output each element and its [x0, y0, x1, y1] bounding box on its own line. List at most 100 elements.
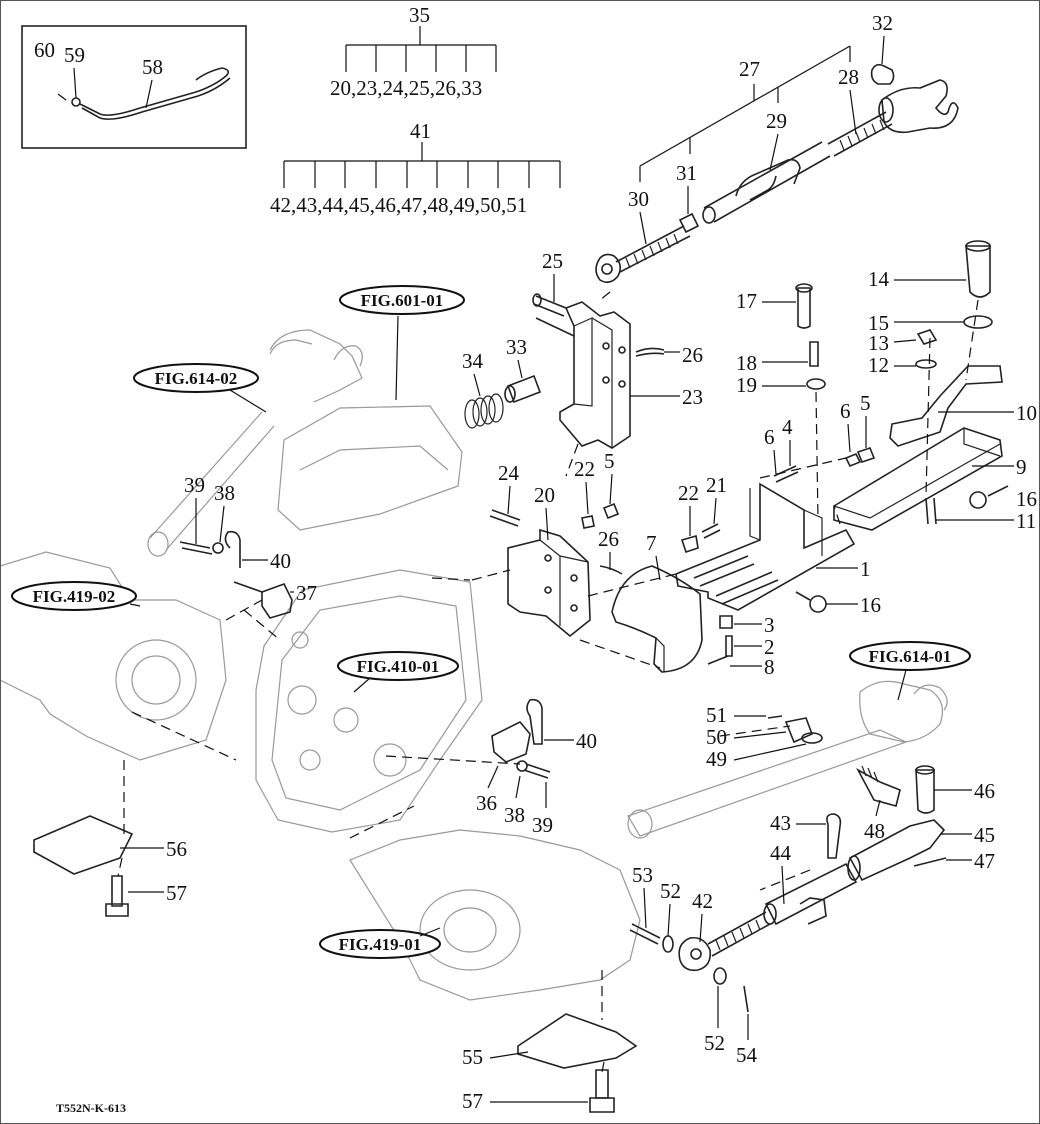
group-label-35: 35 — [409, 3, 430, 27]
part-label-39-left: 39 — [184, 473, 205, 497]
inset-box: 60 59 58 — [21, 25, 247, 149]
group-label-27: 27 — [739, 57, 760, 81]
part-label-47: 47 — [974, 849, 995, 873]
drawbar-bracket — [675, 482, 856, 665]
part-label-21: 21 — [706, 473, 727, 497]
drawing-code: T552N-K-613 — [56, 1101, 126, 1115]
part-label-58: 58 — [142, 55, 163, 79]
part-label-22-right: 22 — [678, 481, 699, 505]
part-label-6-left: 6 — [764, 425, 775, 449]
part-label-5-right: 5 — [860, 391, 871, 415]
part-label-2: 2 — [764, 635, 775, 659]
fig-ref-label: FIG.419-02 — [33, 587, 116, 606]
part-label-1: 1 — [860, 557, 871, 581]
group-label-41: 41 — [410, 119, 431, 143]
part-label-51: 51 — [706, 703, 727, 727]
part-label-6-right: 6 — [840, 399, 851, 423]
part-label-10: 10 — [1016, 401, 1037, 425]
part-label-32: 32 — [872, 11, 893, 35]
part-label-57-bottom: 57 — [462, 1089, 483, 1113]
part-label-56: 56 — [166, 837, 187, 861]
part-label-30: 30 — [628, 187, 649, 211]
fig-ref-label: FIG.419-01 — [339, 935, 422, 954]
fig-ref-419-02[interactable]: FIG.419-02 — [11, 581, 141, 611]
bracket-35: 35 20,23,24,25,26,33 — [330, 3, 497, 100]
part-label-37: 37 — [296, 581, 317, 605]
mount-plate — [489, 509, 703, 673]
part-label-60: 60 — [34, 38, 55, 62]
fig-ref-label: FIG.601-01 — [361, 291, 444, 310]
part-label-38-left: 38 — [214, 481, 235, 505]
part-label-15: 15 — [868, 311, 889, 335]
part-label-5-left: 5 — [604, 449, 615, 473]
fig-ref-614-02[interactable]: FIG.614-02 — [133, 363, 267, 413]
part-label-16-lower: 16 — [860, 593, 881, 617]
cover-plates — [33, 815, 638, 1113]
part-label-11: 11 — [1016, 509, 1036, 533]
part-label-7: 7 — [646, 531, 657, 555]
part-label-42: 42 — [692, 889, 713, 913]
part-label-24: 24 — [498, 461, 520, 485]
lift-rod-assembly — [179, 530, 947, 1013]
bracket-41: 41 42,43,44,45,46,47,48,49,50,51 — [270, 119, 561, 217]
part-label-3: 3 — [764, 613, 775, 637]
group-members-41: 42,43,44,45,46,47,48,49,50,51 — [270, 193, 527, 217]
part-label-44: 44 — [770, 841, 792, 865]
hitch-bracket — [464, 293, 665, 449]
fig-ref-410-01[interactable]: FIG.410-01 — [337, 651, 459, 693]
part-label-26-lower: 26 — [598, 527, 619, 551]
part-label-19: 19 — [736, 373, 757, 397]
part-label-55: 55 — [462, 1045, 483, 1069]
part-label-26-top: 26 — [682, 343, 703, 367]
housing-outlines — [0, 329, 948, 1001]
part-label-45: 45 — [974, 823, 995, 847]
part-label-8: 8 — [764, 655, 775, 679]
part-label-23: 23 — [682, 385, 703, 409]
fig-ref-601-01[interactable]: FIG.601-01 — [339, 285, 465, 401]
part-label-40-right: 40 — [576, 729, 597, 753]
part-label-46: 46 — [974, 779, 995, 803]
fig-ref-label: FIG.614-01 — [869, 647, 952, 666]
part-label-20: 20 — [534, 483, 555, 507]
part-label-14: 14 — [868, 267, 890, 291]
drawbar — [833, 240, 1009, 531]
callouts: 32 28 29 31 30 25 34 33 26 23 17 18 — [120, 11, 1037, 1113]
part-label-53: 53 — [632, 863, 653, 887]
part-label-22-left: 22 — [574, 457, 595, 481]
part-label-4: 4 — [782, 415, 793, 439]
center-lines — [117, 291, 979, 1073]
part-label-40-left: 40 — [270, 549, 291, 573]
group-members-35: 20,23,24,25,26,33 — [330, 76, 482, 100]
part-label-52-top: 52 — [660, 879, 681, 903]
part-label-36: 36 — [476, 791, 497, 815]
part-label-25: 25 — [542, 249, 563, 273]
fig-ref-419-01[interactable]: FIG.419-01 — [319, 927, 441, 959]
part-label-9: 9 — [1016, 455, 1027, 479]
part-label-16-right: 16 — [1016, 487, 1037, 511]
part-label-50: 50 — [706, 725, 727, 749]
part-label-28: 28 — [838, 65, 859, 89]
part-label-57-left: 57 — [166, 881, 187, 905]
part-label-17: 17 — [736, 289, 757, 313]
part-label-29: 29 — [766, 109, 787, 133]
part-label-43: 43 — [770, 811, 791, 835]
part-label-38-right: 38 — [504, 803, 525, 827]
part-label-48: 48 — [864, 819, 885, 843]
part-label-33: 33 — [506, 335, 527, 359]
part-label-39-right: 39 — [532, 813, 553, 837]
part-label-52-bottom: 52 — [704, 1031, 725, 1055]
top-link-assembly — [595, 63, 959, 284]
part-label-31: 31 — [676, 161, 697, 185]
fig-ref-label: FIG.614-02 — [155, 369, 238, 388]
part-label-18: 18 — [736, 351, 757, 375]
fig-ref-614-01[interactable]: FIG.614-01 — [849, 641, 971, 701]
part-label-54: 54 — [736, 1043, 758, 1067]
part-label-49: 49 — [706, 747, 727, 771]
small-hardware — [581, 283, 876, 657]
part-label-34: 34 — [462, 349, 484, 373]
fig-ref-label: FIG.410-01 — [357, 657, 440, 676]
part-label-59: 59 — [64, 43, 85, 67]
part-label-12: 12 — [868, 353, 889, 377]
